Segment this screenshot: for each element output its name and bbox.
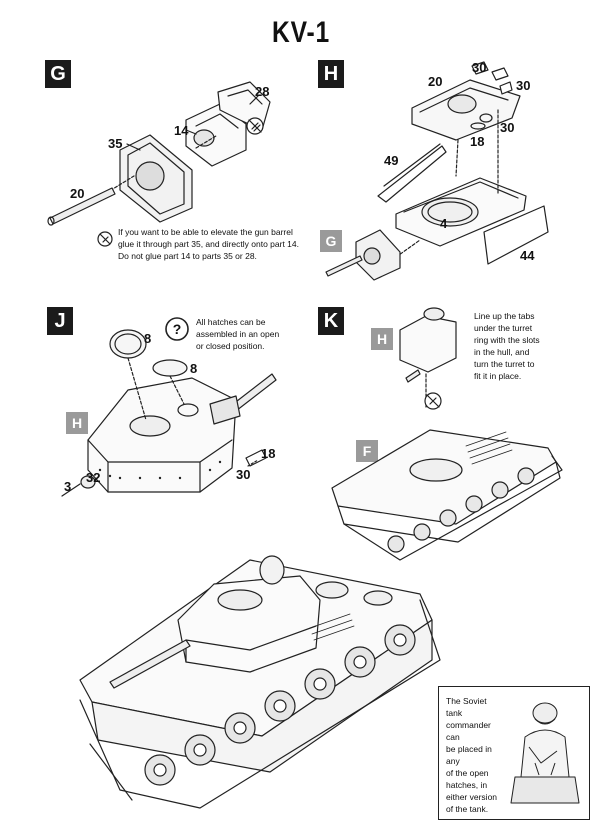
step-label-j: J: [47, 307, 73, 335]
question-icon: ?: [165, 317, 189, 341]
commander-callout: The Soviet tank commander can be placed …: [438, 686, 590, 820]
finished-tank-art: [79, 555, 441, 809]
ref-label-f: F: [356, 440, 378, 462]
svg-text:?: ?: [173, 321, 182, 337]
step-label-k: K: [318, 307, 344, 335]
ref-label-h-j: H: [66, 412, 88, 434]
commander-figure: [510, 702, 580, 804]
part-number-32-j: 32: [86, 470, 101, 485]
step-label-h: H: [318, 60, 344, 88]
g-assembly-art: [47, 81, 271, 226]
note-j-line-3: or closed position.: [196, 341, 265, 351]
part-number-18-j: 18: [261, 446, 276, 461]
commander-line-4: of the open: [446, 768, 489, 778]
commander-line-7: of the tank.: [446, 804, 489, 814]
part-number-49-h: 49: [384, 153, 399, 168]
no-glue-icon: [246, 117, 264, 135]
note-step-k: Line up the tabs under the turret ring w…: [474, 310, 564, 382]
part-number-18-h: 18: [470, 134, 485, 149]
note-k-line-5: turn the turret to: [474, 359, 535, 369]
part-number-30-j: 30: [236, 467, 251, 482]
note-k-line-3: ring with the slots: [474, 335, 540, 345]
no-glue-icon-k: [424, 392, 442, 410]
commander-note: The Soviet tank commander can be placed …: [446, 695, 504, 815]
part-number-44-h: 44: [520, 248, 535, 263]
commander-line-2: commander can: [446, 720, 491, 742]
note-j-line-1: All hatches can be: [196, 317, 266, 327]
part-number-30-h-c: 30: [500, 120, 515, 135]
part-number-30-h-b: 30: [516, 78, 531, 93]
ref-label-g: G: [320, 230, 342, 252]
note-k-line-2: under the turret: [474, 323, 533, 333]
commander-line-1: The Soviet tank: [446, 696, 487, 718]
step-label-g: G: [45, 60, 71, 88]
note-step-g: If you want to be able to elevate the gu…: [118, 226, 318, 262]
h-assembly-art: [325, 61, 549, 281]
part-number-30-h-a: 30: [472, 60, 487, 75]
commander-line-6: either version: [446, 792, 498, 802]
note-g-line-1: If you want to be able to elevate the gu…: [118, 227, 293, 237]
part-number-4-h: 4: [440, 216, 448, 231]
page-title: KV-1: [272, 16, 330, 49]
j-assembly-art: [61, 329, 277, 497]
part-number-28-g: 28: [255, 84, 270, 99]
ref-label-h-k: H: [371, 328, 393, 350]
note-j-line-2: assembled in an open: [196, 329, 280, 339]
part-number-35-g: 35: [108, 136, 123, 151]
part-number-14-g: 14: [174, 123, 189, 138]
part-number-3-j: 3: [64, 479, 72, 494]
commander-line-5: hatches, in: [446, 780, 488, 790]
part-number-8-j-b: 8: [190, 361, 198, 376]
no-glue-icon-note: [97, 231, 113, 247]
note-k-line-1: Line up the tabs: [474, 311, 535, 321]
k-assembly-art: [331, 307, 563, 561]
part-number-20-h: 20: [428, 74, 443, 89]
note-k-line-6: fit it in place.: [474, 371, 522, 381]
part-number-20-g: 20: [70, 186, 85, 201]
note-step-j: All hatches can be assembled in an open …: [196, 316, 286, 352]
part-number-8-j-a: 8: [144, 331, 152, 346]
note-g-line-3: Do not glue part 14 to parts 35 or 28.: [118, 251, 257, 261]
note-g-line-2: glue it through part 35, and directly on…: [118, 239, 299, 249]
commander-line-3: be placed in any: [446, 744, 492, 766]
note-k-line-4: in the hull, and: [474, 347, 530, 357]
